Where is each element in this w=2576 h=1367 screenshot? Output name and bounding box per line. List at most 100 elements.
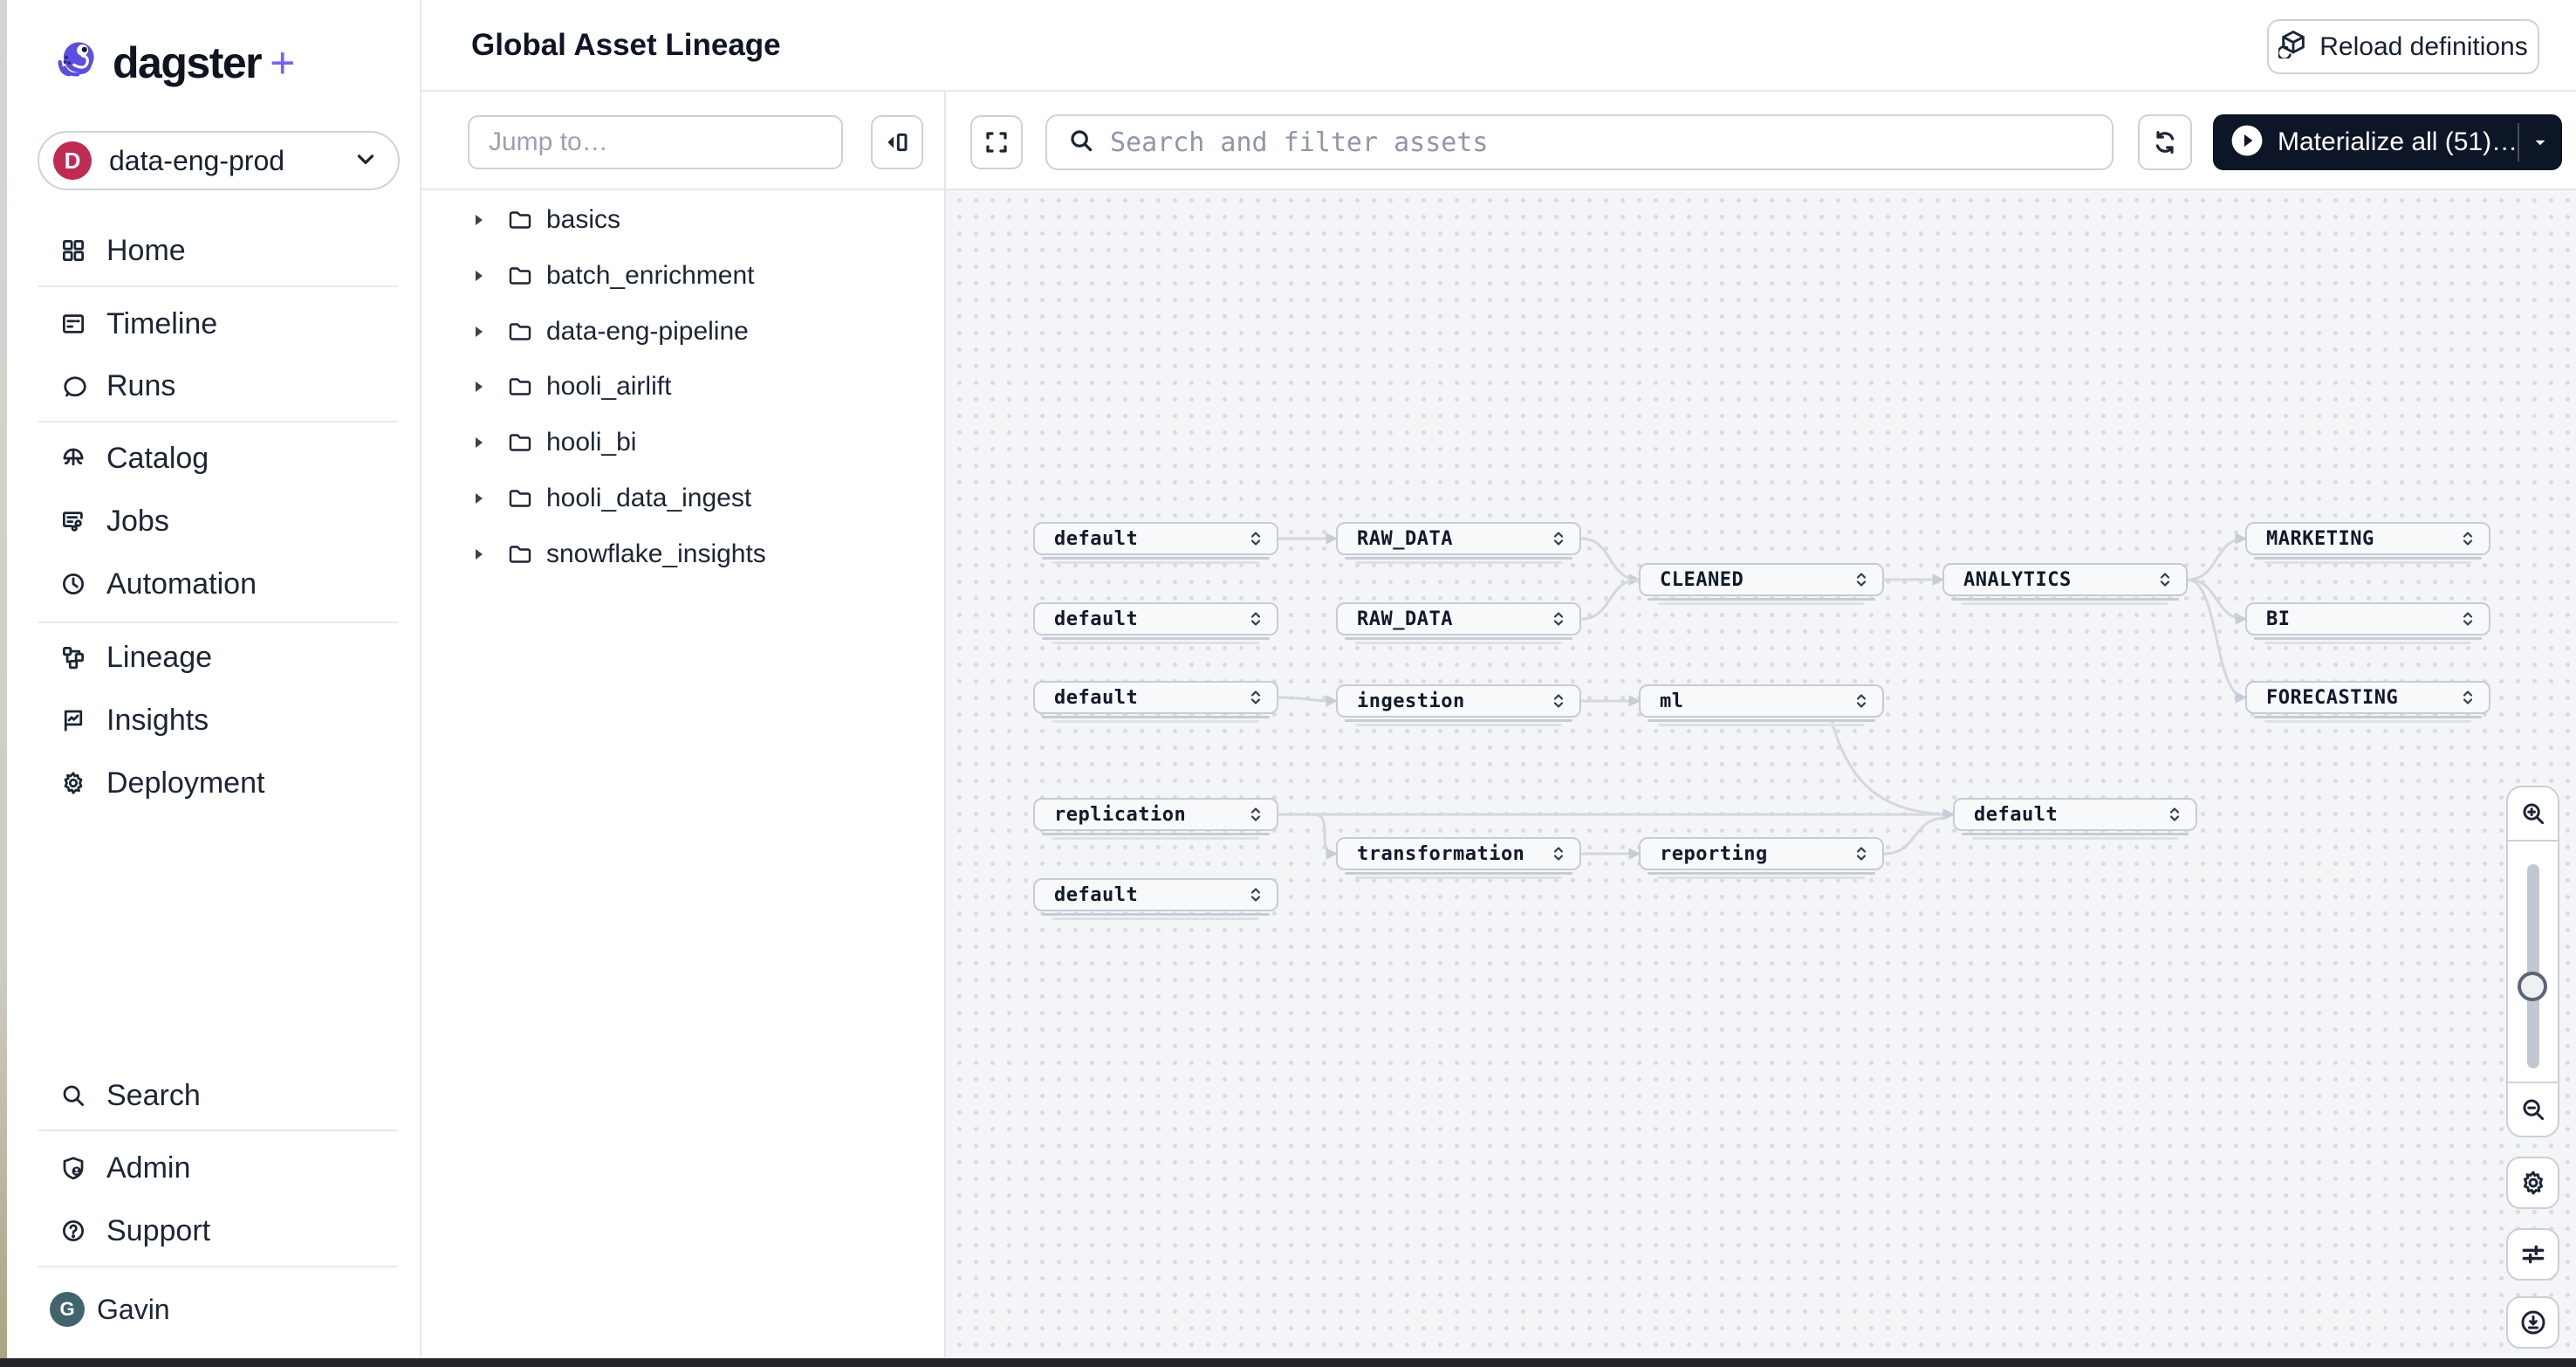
expand-node-icon[interactable] [1854, 691, 1868, 711]
sidebar-item-automation[interactable]: Automation [38, 563, 398, 605]
folder-label: hooli_data_ingest [546, 484, 752, 512]
expand-node-icon[interactable] [1854, 570, 1868, 589]
fullscreen-button[interactable] [970, 115, 1023, 169]
zoom-out-button[interactable] [2508, 1082, 2558, 1136]
expand-node-icon[interactable] [1552, 609, 1565, 629]
sidebar-item-insights[interactable]: Insights [38, 699, 398, 741]
sidebar-item-deployment[interactable]: Deployment [38, 762, 398, 804]
collapse-panel-icon [887, 133, 908, 152]
expand-node-icon[interactable] [2158, 570, 2172, 589]
asset-group-node[interactable]: MARKETING [2245, 522, 2490, 564]
asset-search-input[interactable] [1110, 127, 2091, 158]
dagster-logo[interactable]: dagster + [53, 38, 295, 87]
asset-group-node[interactable]: default [1033, 681, 1278, 723]
expand-node-icon[interactable] [1854, 844, 1868, 863]
materialize-label: Materialize all (51)… [2278, 127, 2518, 156]
reload-definitions-button[interactable]: Reload definitions [2267, 19, 2539, 74]
sidebar-item-label: Insights [106, 703, 209, 737]
expand-node-icon[interactable] [1249, 805, 1263, 824]
expand-node-icon[interactable] [2461, 529, 2475, 548]
materialize-all-button[interactable]: Materialize all (51)… [2213, 114, 2562, 170]
caret-right-icon[interactable] [473, 268, 485, 284]
asset-group-node[interactable]: ml [1639, 684, 1884, 726]
asset-group-node[interactable]: ANALYTICS [1942, 563, 2188, 605]
expand-node-icon[interactable] [1552, 691, 1565, 711]
asset-group-node[interactable]: default [1033, 522, 1278, 564]
caret-right-icon[interactable] [473, 435, 485, 450]
sidebar-divider [38, 1130, 398, 1131]
tree-folder-row[interactable]: hooli_airlift [423, 360, 942, 414]
tree-folder-row[interactable]: snowflake_insights [423, 527, 942, 581]
expand-node-icon[interactable] [1552, 844, 1565, 863]
expand-node-icon[interactable] [2168, 805, 2182, 824]
sidebar-item-support[interactable]: Support [38, 1210, 398, 1252]
sidebar-item-user[interactable]: G Gavin [38, 1288, 398, 1330]
collapse-panel-button[interactable] [871, 115, 923, 169]
sidebar-item-admin[interactable]: Admin [38, 1147, 398, 1189]
materialize-dropdown-caret[interactable] [2519, 114, 2562, 170]
graph-filters-button[interactable] [2506, 1228, 2559, 1281]
asset-group-node[interactable]: reporting [1639, 837, 1884, 879]
sidebar-item-search[interactable]: Search [38, 1075, 398, 1116]
sidebar-item-jobs[interactable]: Jobs [38, 500, 398, 542]
asset-group-node[interactable]: transformation [1336, 837, 1581, 879]
tree-folder-row[interactable]: data-eng-pipeline [423, 305, 942, 359]
download-image-button[interactable] [2506, 1296, 2559, 1349]
sidebar-item-home[interactable]: Home [38, 230, 398, 271]
zoom-in-button[interactable] [2508, 787, 2558, 841]
expand-node-icon[interactable] [1249, 885, 1263, 904]
tree-folder-row[interactable]: basics [423, 193, 942, 247]
expand-node-icon[interactable] [1249, 688, 1263, 707]
asset-search-bar[interactable] [1045, 114, 2114, 170]
tree-folder-row[interactable]: batch_enrichment [423, 249, 942, 303]
asset-group-node[interactable]: default [1033, 602, 1278, 644]
caret-right-icon[interactable] [473, 324, 485, 340]
tree-folder-row[interactable]: hooli_data_ingest [423, 471, 942, 526]
window-bottom-strip [0, 1358, 2576, 1367]
asset-group-label: replication [1054, 803, 1187, 826]
asset-group-label: BI [2266, 608, 2291, 630]
sidebar-item-label: Automation [106, 567, 257, 601]
lineage-edge [2187, 578, 2248, 625]
sidebar-divider [38, 1266, 398, 1267]
jump-to-input[interactable] [468, 115, 843, 169]
tree-folder-row[interactable]: hooli_bi [423, 416, 942, 470]
asset-group-node[interactable]: FORECASTING [2245, 681, 2490, 723]
expand-node-icon[interactable] [1249, 609, 1263, 629]
sidebar-item-lineage[interactable]: Lineage [38, 636, 398, 678]
caret-right-icon[interactable] [473, 491, 485, 506]
asset-group-node[interactable]: replication [1033, 798, 1278, 840]
sidebar-item-runs[interactable]: Runs [38, 365, 398, 407]
folder-label: basics [546, 205, 621, 234]
folder-label: batch_enrichment [546, 261, 755, 290]
expand-node-icon[interactable] [1552, 529, 1565, 548]
asset-group-node[interactable]: default [1953, 798, 2197, 840]
caret-right-icon[interactable] [473, 212, 485, 228]
deployment-selector[interactable]: D data-eng-prod [38, 131, 400, 190]
graph-settings-button[interactable] [2506, 1157, 2559, 1209]
asset-group-node[interactable]: RAW_DATA [1336, 522, 1581, 564]
asset-group-node[interactable]: RAW_DATA [1336, 602, 1581, 644]
asset-group-node[interactable]: ingestion [1336, 684, 1581, 726]
expand-node-icon[interactable] [2461, 688, 2475, 707]
asset-group-label: default [1054, 686, 1139, 709]
deployment-avatar: D [53, 141, 92, 180]
refresh-button[interactable] [2138, 114, 2192, 170]
zoom-slider-thumb[interactable] [2518, 972, 2547, 1001]
asset-group-node[interactable]: BI [2245, 602, 2490, 644]
caret-right-icon[interactable] [473, 379, 485, 395]
expand-node-icon[interactable] [1249, 529, 1263, 548]
expand-node-icon[interactable] [2461, 609, 2475, 629]
button-split-divider [2518, 123, 2519, 161]
asset-group-node[interactable]: default [1033, 878, 1278, 920]
zoom-slider-track[interactable] [2527, 864, 2539, 1068]
logo-wordmark: dagster [113, 38, 263, 87]
sidebar-item-catalog[interactable]: Catalog [38, 437, 398, 479]
sidebar-item-label: Runs [106, 368, 176, 402]
lineage-edge [2187, 532, 2248, 581]
asset-group-label: default [1054, 883, 1139, 906]
sidebar-item-timeline[interactable]: Timeline [38, 303, 398, 345]
asset-group-node[interactable]: CLEANED [1639, 563, 1884, 605]
caret-right-icon[interactable] [473, 546, 485, 562]
